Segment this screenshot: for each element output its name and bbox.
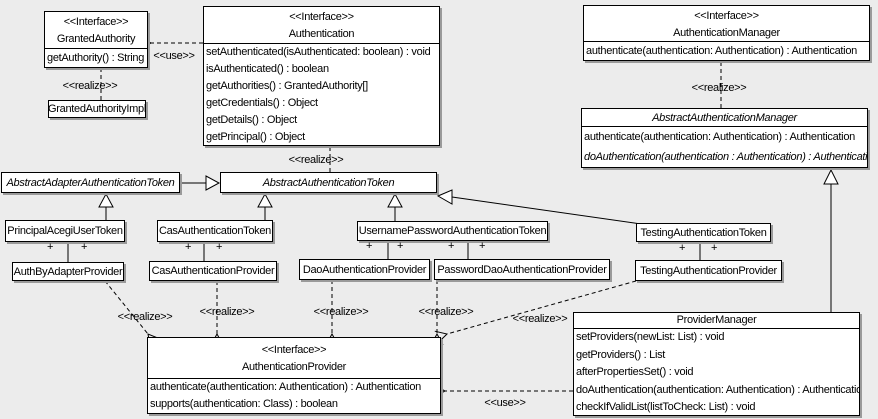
association-plus-label: + (80, 241, 88, 253)
class-name: AbstractAuthenticationToken (262, 176, 395, 189)
method-compartment: getAuthority() : String (45, 49, 147, 67)
class-name: TestingAuthenticationProvider (640, 264, 777, 277)
method-compartment: authenticate(authentication: Authenticat… (148, 379, 440, 413)
association-plus-label: + (478, 240, 486, 252)
method: getAuthorities() : GrantedAuthority[] (206, 80, 368, 92)
realize-authby-to-provider-interface (104, 280, 148, 334)
association-plus-label: + (184, 241, 192, 253)
method: getAuthority() : String (47, 52, 145, 64)
method-compartment: authenticate(authentication: Authenticat… (584, 42, 869, 60)
class-abstract-authentication-token: AbstractAuthenticationToken (220, 172, 437, 193)
class-title: ProviderManager (574, 313, 859, 329)
class-name: AuthByAdapterProvider (13, 265, 123, 278)
association-plus-label: + (215, 241, 223, 253)
class-cas-authentication-token: CasAuthenticationToken (157, 220, 273, 242)
class-name: DaoAuthenticationProvider (302, 263, 427, 276)
realize-label: <<realize>> (199, 306, 255, 318)
generalization-usernamepassword-token-to-abstract-token (387, 192, 403, 221)
stereotype-label: <<Interface>> (289, 11, 354, 23)
class-name: GrantedAuthorityImpl (48, 103, 146, 115)
method-compartment: authenticate(authentication: Authenticat… (582, 127, 867, 167)
class-testing-authentication-provider: TestingAuthenticationProvider (635, 260, 782, 281)
class-name: PasswordDaoAuthenticationProvider (437, 263, 607, 276)
association-plus-label: + (678, 242, 686, 254)
use-label: <<use>> (153, 50, 195, 62)
class-title: AbstractAuthenticationManager (582, 109, 867, 127)
association-plus-label: + (46, 241, 54, 253)
method: authenticate(authentication: Authenticat… (584, 131, 855, 143)
class-name: CasAuthenticationProvider (151, 265, 275, 277)
method: supports(authentication: Class) : boolea… (150, 398, 338, 410)
generalization-adapter-token-to-abstract-token (180, 175, 221, 191)
method: setProviders(newList: List) : void (576, 331, 725, 343)
class-principal-acegi-user-token: PrincipalAcegiUserToken (5, 220, 125, 242)
realize-label: <<realize>> (512, 313, 568, 325)
method-compartment: setProviders(newList: List) : void getPr… (574, 329, 859, 415)
association-plus-label: + (710, 242, 718, 254)
association-plus-label: + (447, 240, 455, 252)
class-granted-authority: <<Interface>> GrantedAuthority getAuthor… (44, 11, 148, 68)
method-compartment: setAuthenticated(isAuthenticated: boolea… (204, 44, 439, 145)
method: authenticate(authentication: Authenticat… (150, 381, 421, 393)
class-name: AbstractAuthenticationManager (652, 112, 797, 124)
generalization-provider-manager-to-abstract-manager (823, 168, 839, 312)
method: authenticate(authentication: Authenticat… (586, 45, 857, 57)
class-authentication-provider: <<Interface>> AuthenticationProvider aut… (147, 337, 441, 414)
class-provider-manager: ProviderManager setProviders(newList: Li… (573, 312, 860, 416)
method: doAuthentication(authentication: Authent… (576, 383, 859, 396)
class-name: Authentication (288, 28, 355, 40)
class-name: UsernamePasswordAuthenticationToken (358, 225, 547, 237)
realize-label: <<realize>> (62, 80, 118, 92)
class-dao-authentication-provider: DaoAuthenticationProvider (299, 259, 430, 280)
class-abstract-adapter-authentication-token: AbstractAdapterAuthenticationToken (1, 172, 180, 193)
method: getCredentials() : Object (206, 97, 318, 109)
class-authentication: <<Interface>> Authentication setAuthenti… (203, 6, 440, 146)
class-name: AbstractAdapterAuthenticationToken (6, 176, 175, 189)
realize-label: <<realize>> (418, 306, 474, 318)
class-name: TestingAuthenticationToken (640, 226, 767, 239)
class-name: CasAuthenticationToken (158, 225, 272, 237)
association-plus-label: + (396, 240, 404, 252)
class-name: ProviderManager (676, 314, 757, 326)
class-username-password-authentication-token: UsernamePasswordAuthenticationToken (357, 221, 548, 241)
class-title: <<Interface>> Authentication (204, 7, 439, 44)
class-testing-authentication-token: TestingAuthenticationToken (636, 223, 771, 242)
class-password-dao-authentication-provider: PasswordDaoAuthenticationProvider (434, 259, 610, 280)
method: getPrincipal() : Object (206, 131, 305, 143)
class-title: <<Interface>> AuthenticationManager (584, 6, 869, 42)
realize-label: <<realize>> (313, 306, 369, 318)
generalization-testing-token-to-abstract-token (436, 189, 642, 225)
method: getDetails() : Object (206, 114, 297, 126)
class-name: GrantedAuthority (56, 33, 136, 45)
method: isAuthenticated() : boolean (206, 63, 329, 75)
class-title: <<Interface>> GrantedAuthority (45, 12, 147, 49)
class-abstract-authentication-manager: AbstractAuthenticationManager authentica… (581, 108, 868, 168)
method: doAuthentication(authentication : Authen… (584, 151, 867, 163)
generalization-cas-token-to-abstract-token (257, 192, 273, 220)
generalization-principal-token-to-adapter-token (98, 192, 114, 220)
realize-label: <<realize>> (288, 154, 344, 166)
stereotype-label: <<Interface>> (261, 344, 327, 356)
class-name: PrincipalAcegiUserToken (7, 225, 123, 237)
stereotype-label: <<Interface>> (694, 10, 759, 22)
class-title: <<Interface>> AuthenticationProvider (148, 338, 440, 379)
class-cas-authentication-provider: CasAuthenticationProvider (149, 261, 277, 281)
method: afterPropertiesSet() : void (576, 366, 694, 378)
class-granted-authority-impl: GrantedAuthorityImpl (48, 100, 146, 118)
class-auth-by-adapter-provider: AuthByAdapterProvider (12, 262, 124, 281)
class-authentication-manager: <<Interface>> AuthenticationManager auth… (583, 5, 870, 61)
realize-label: <<realize>> (117, 311, 173, 323)
method: setAuthenticated(isAuthenticated: boolea… (206, 46, 431, 58)
realize-testing-to-provider-interface (447, 280, 637, 334)
realize-label: <<realize>> (691, 82, 747, 94)
method: getProviders() : List (576, 348, 666, 361)
class-name: AuthenticationManager (673, 27, 780, 39)
class-name: AuthenticationProvider (241, 361, 347, 373)
stereotype-label: <<Interface>> (63, 16, 129, 28)
method: checkIfValidList(listToCheck: List) : vo… (576, 401, 756, 413)
use-label: <<use>> (484, 397, 526, 409)
association-plus-label: + (365, 240, 373, 252)
